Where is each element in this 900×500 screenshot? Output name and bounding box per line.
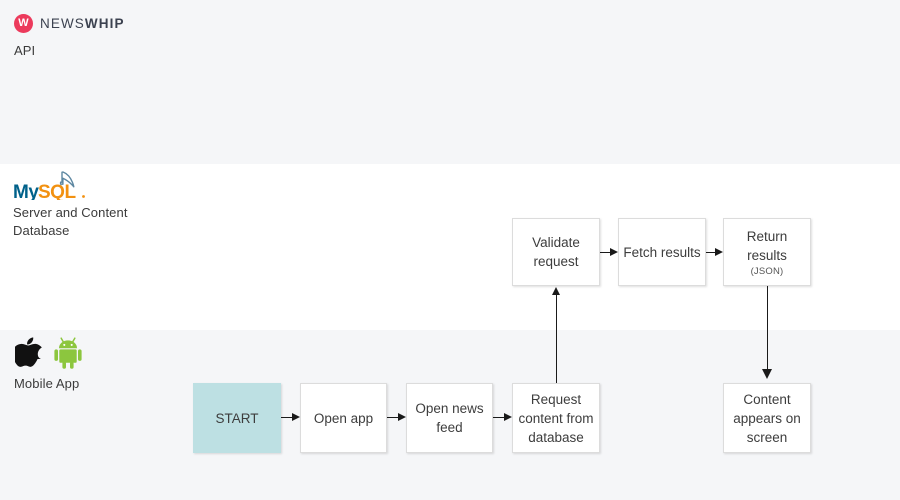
node-return-results[interactable]: Return results (JSON): [723, 218, 811, 286]
mysql-logo-svg: My SQL: [13, 171, 85, 200]
arrow-return-to-content: [761, 369, 772, 379]
node-start-label: START: [215, 410, 259, 426]
node-return-results-sublabel: (JSON): [750, 265, 784, 277]
lane-label-mobile: Mobile App: [14, 376, 80, 391]
connector-open-app-to-open-feed: [387, 417, 398, 418]
newswhip-wordmark-bold: WHIP: [84, 16, 125, 31]
node-validate-request[interactable]: Validate request: [512, 218, 600, 286]
android-icon: [54, 337, 82, 369]
arrow-start-to-open-app: [292, 413, 300, 421]
node-open-app-label: Open app: [313, 410, 374, 426]
apple-icon: [15, 337, 42, 367]
node-open-app[interactable]: Open app: [300, 383, 387, 453]
newswhip-logo: W NEWSWHIP: [14, 14, 125, 33]
lane-band-api: [0, 0, 900, 164]
node-start[interactable]: START: [193, 383, 281, 453]
arrow-fetch-to-return: [715, 248, 723, 256]
newswhip-wordmark: NEWSWHIP: [40, 16, 125, 31]
node-open-news-feed[interactable]: Open news feed: [406, 383, 493, 453]
node-open-news-feed-label: Open news feed: [415, 401, 484, 435]
newswhip-wordmark-light: NEWS: [40, 16, 85, 31]
svg-text:My: My: [13, 182, 39, 200]
lane-label-server-line2: Database: [13, 223, 70, 238]
arrow-validate-to-fetch: [610, 248, 618, 256]
connector-validate-to-fetch: [600, 252, 610, 253]
lane-label-api: API: [14, 43, 36, 58]
arrow-request-to-validate: [552, 287, 560, 295]
connector-request-to-validate: [556, 295, 557, 383]
node-content-appears-label: Content appears on screen: [733, 391, 801, 445]
newswhip-mark-icon: W: [14, 14, 33, 33]
platform-icons: [15, 337, 82, 369]
mysql-logo: My SQL: [13, 170, 91, 200]
node-fetch-results-label: Fetch results: [623, 244, 701, 260]
node-return-results-label: Return results: [746, 228, 788, 263]
node-fetch-results[interactable]: Fetch results: [618, 218, 706, 286]
connector-start-to-open-app: [281, 417, 292, 418]
node-request-content[interactable]: Request content from database: [512, 383, 600, 453]
lane-label-server: Server and Content Database: [13, 204, 128, 240]
arrow-open-feed-to-request: [504, 413, 512, 421]
lane-label-server-line1: Server and Content: [13, 205, 128, 220]
connector-fetch-to-return: [706, 252, 715, 253]
connector-return-to-content: [767, 286, 768, 369]
node-content-appears[interactable]: Content appears on screen: [723, 383, 811, 453]
svg-text:SQL: SQL: [38, 182, 76, 200]
node-validate-request-label: Validate request: [532, 235, 580, 269]
connector-open-feed-to-request: [493, 417, 504, 418]
arrow-open-app-to-open-feed: [398, 413, 406, 421]
node-request-content-label: Request content from database: [518, 391, 594, 445]
